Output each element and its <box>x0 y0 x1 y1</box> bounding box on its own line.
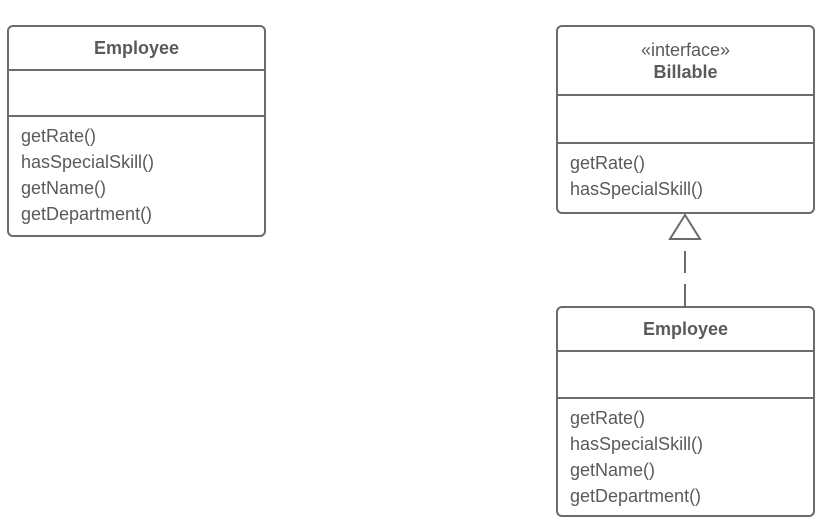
class-name: Employee <box>642 319 729 339</box>
employee-class-box-left[interactable]: Employee getRate() hasSpecialSkill() get… <box>7 25 266 237</box>
class-name: Billable <box>653 61 718 82</box>
attributes-compartment <box>9 71 264 117</box>
methods-compartment: getRate() hasSpecialSkill() <box>558 144 813 202</box>
attributes-compartment <box>558 352 813 399</box>
method-item: getRate() <box>21 126 97 146</box>
method-item: getRate() <box>570 153 646 173</box>
employee-class-box-right[interactable]: Employee getRate() hasSpecialSkill() get… <box>556 306 815 517</box>
method-item: hasSpecialSkill() <box>21 152 155 172</box>
class-header: Employee <box>9 27 264 71</box>
method-item: hasSpecialSkill() <box>570 179 704 199</box>
class-header: Employee <box>558 308 813 352</box>
method-item: getName() <box>21 178 107 198</box>
method-item: hasSpecialSkill() <box>570 434 704 454</box>
method-item: getRate() <box>570 408 646 428</box>
class-header: «interface» Billable <box>558 27 813 96</box>
billable-interface-box[interactable]: «interface» Billable getRate() hasSpecia… <box>556 25 815 214</box>
methods-compartment: getRate() hasSpecialSkill() getName() ge… <box>558 399 813 509</box>
method-item: getDepartment() <box>570 486 702 506</box>
attributes-compartment <box>558 96 813 144</box>
class-name: Employee <box>93 38 180 58</box>
hollow-triangle-arrowhead-icon <box>668 213 702 240</box>
stereotype-label: «interface» <box>640 39 731 60</box>
methods-compartment: getRate() hasSpecialSkill() getName() ge… <box>9 117 264 227</box>
method-item: getName() <box>570 460 656 480</box>
method-item: getDepartment() <box>21 204 153 224</box>
